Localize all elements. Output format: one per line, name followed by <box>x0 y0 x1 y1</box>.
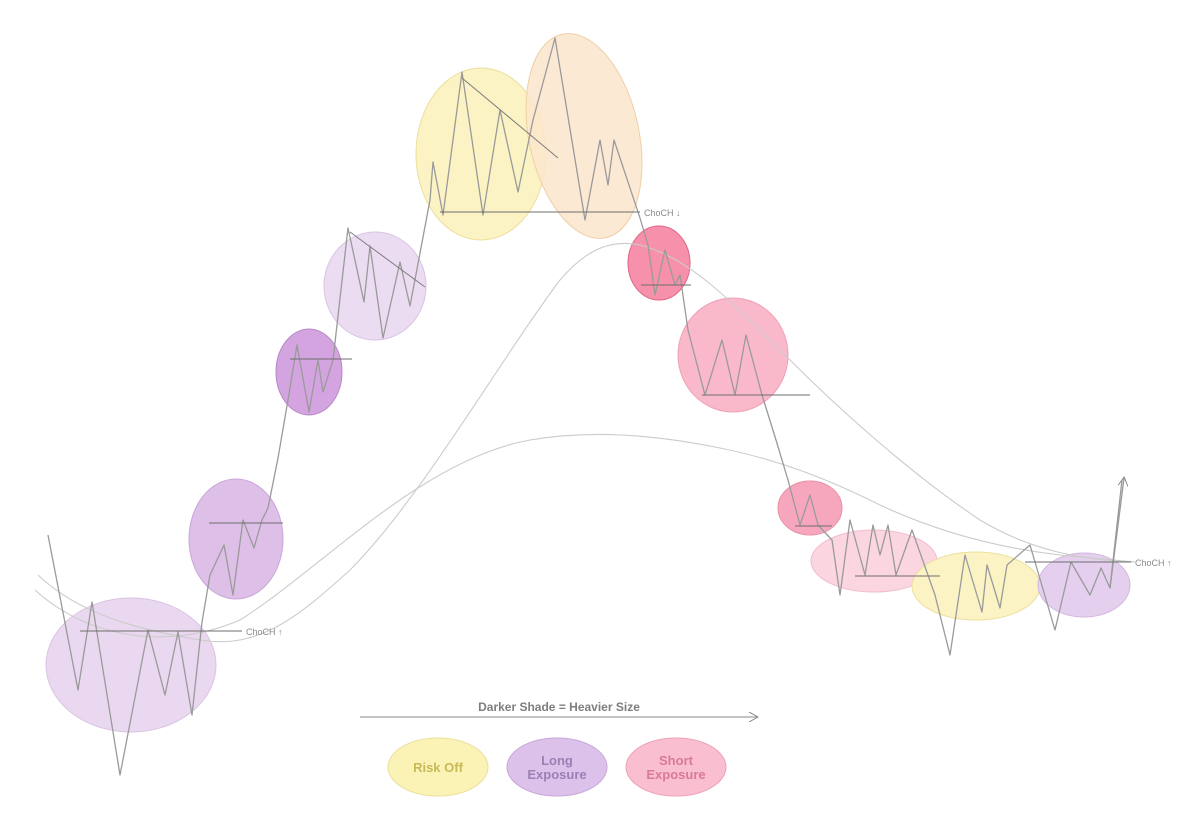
phase-bubbles <box>45 33 1131 733</box>
moving-averages <box>34 242 1136 643</box>
fast-moving-average <box>37 242 1136 643</box>
choch-label-right: ChoCH ↑ <box>1135 558 1172 568</box>
trendline-2 <box>461 77 559 159</box>
long-bubble-heavy <box>275 328 343 416</box>
scale-label: Darker Shade = Heavier Size <box>478 700 640 714</box>
legend-short-exposure: Short Exposure <box>625 737 727 797</box>
legend-long-swatch <box>506 737 608 797</box>
trendlines <box>349 77 559 288</box>
choch-label-top: ChoCH ↓ <box>644 208 681 218</box>
legend-short-swatch <box>625 737 727 797</box>
short-bubble-small <box>777 480 843 536</box>
choch-label-left: ChoCH ↑ <box>246 627 283 637</box>
size-scale: Darker Shade = Heavier Size <box>360 700 757 717</box>
legend-risk-off-label: Risk Off <box>413 760 464 775</box>
long-bubble-accumulation <box>45 597 217 733</box>
legend-long-label-2: Exposure <box>527 767 586 782</box>
slow-moving-average <box>34 433 1136 638</box>
legend-risk-off: Risk Off <box>387 737 489 797</box>
legend-risk-off-swatch <box>387 737 489 797</box>
legend-long-exposure: Long Exposure <box>506 737 608 797</box>
legend-short-label-2: Exposure <box>646 767 705 782</box>
price-line <box>47 37 1123 776</box>
structure-levels <box>80 211 1131 632</box>
short-bubble-medium <box>677 297 789 413</box>
price-path <box>47 37 1124 776</box>
risk-off-bubble-distribution <box>525 33 643 239</box>
legend: Risk Off Long Exposure Short Exposure <box>387 737 727 797</box>
legend-long-label-1: Long <box>541 753 573 768</box>
legend-short-label-1: Short <box>659 753 694 768</box>
breakout-arrow <box>1109 478 1124 589</box>
trendline-1 <box>349 231 426 288</box>
long-bubble-breakout <box>188 478 284 600</box>
